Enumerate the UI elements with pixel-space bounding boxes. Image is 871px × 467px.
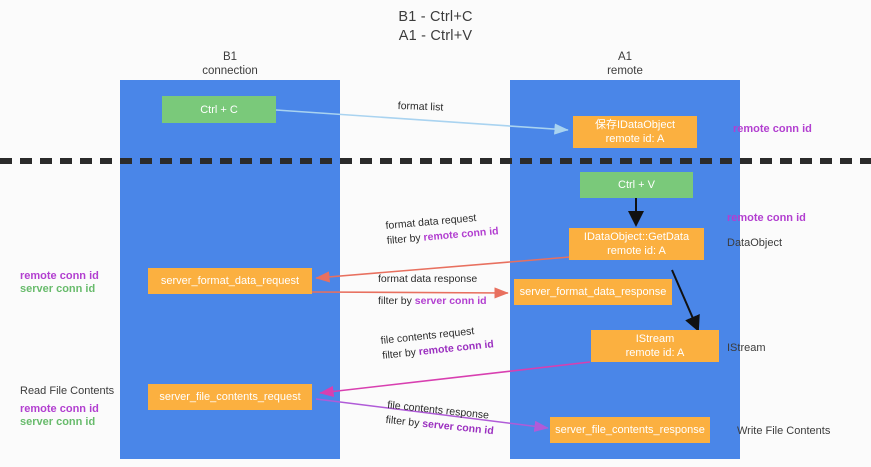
node-save-idataobject-line1: 保存IDataObject: [594, 119, 676, 131]
edge-label-format-data-response-line1: format data response: [378, 273, 478, 285]
node-idataobject-getdata[interactable]: IDataObject::GetData remote id: A: [569, 228, 704, 260]
edge-label-format-data-response-line2: filter by server conn id: [378, 294, 487, 309]
arrow-file-contents-response: [315, 398, 549, 432]
arrow-format-data-response: [311, 287, 509, 299]
edge-label-file-contents-request-prefix: filter by: [381, 346, 420, 362]
node-ctrl-v[interactable]: Ctrl + V: [580, 172, 693, 198]
node-server-file-contents-response[interactable]: server_file_contents_response: [550, 417, 710, 443]
annotation-write-file-contents: Write File Contents: [737, 425, 831, 437]
edge-label-format-list-text: format list: [397, 99, 444, 114]
node-idataobject-getdata-line1: IDataObject::GetData: [583, 231, 690, 243]
annotation-remote-conn-id-top: remote conn id: [733, 123, 812, 135]
column-header-a1-sub: remote: [607, 65, 643, 77]
node-server-format-data-request-label: server_format_data_request: [160, 275, 300, 287]
node-save-idataobject-line2: remote id: A: [605, 133, 665, 145]
annotation-left-server-conn-id-bottom: server conn id: [20, 416, 96, 428]
node-ctrl-c-label: Ctrl + C: [200, 103, 238, 116]
annotation-left-server-conn-id-mid: server conn id: [20, 283, 96, 295]
title-line-1: B1 - Ctrl+C: [398, 9, 473, 25]
node-server-file-contents-request[interactable]: server_file_contents_request: [148, 384, 312, 410]
node-server-format-data-response[interactable]: server_format_data_response: [514, 279, 672, 305]
annotation-dataobject: DataObject: [727, 237, 783, 249]
column-header-b1: B1 connection: [120, 50, 340, 78]
annotation-read-file-contents: Read File Contents: [20, 385, 115, 397]
annotation-left-remote-conn-id-bottom: remote conn id: [20, 403, 99, 415]
arrow-file-contents-request: [319, 361, 591, 398]
edge-label-format-data-request-prefix: filter by: [386, 231, 425, 247]
arrow-response-to-istream: [671, 269, 700, 332]
arrow-format-list: [275, 109, 569, 135]
node-ctrl-v-label: Ctrl + V: [618, 179, 655, 191]
node-istream[interactable]: IStream remote id: A: [591, 330, 719, 362]
annotation-istream: IStream: [727, 342, 766, 354]
title-line-2: A1 - Ctrl+V: [398, 28, 473, 44]
edge-label-format-data-response-prefix: filter by: [378, 295, 415, 307]
node-save-idataobject[interactable]: 保存IDataObject remote id: A: [573, 116, 697, 148]
column-header-a1: A1 remote: [510, 50, 740, 78]
edge-label-file-contents-response-prefix: filter by: [385, 413, 423, 430]
annotation-left-remote-conn-id-mid: remote conn id: [20, 270, 99, 282]
arrow-format-data-request: [315, 256, 571, 283]
node-idataobject-getdata-line2: remote id: A: [607, 245, 666, 257]
edge-label-format-data-response-highlight: server conn id: [414, 295, 487, 307]
node-server-file-contents-request-label: server_file_contents_request: [159, 391, 301, 403]
column-header-b1-sub: connection: [202, 65, 258, 77]
node-ctrl-c[interactable]: Ctrl + C: [162, 96, 276, 123]
node-istream-line1: IStream: [635, 333, 675, 345]
section-divider: [0, 158, 871, 164]
column-header-b1-name: B1: [222, 51, 238, 63]
page-title: B1 - Ctrl+C A1 - Ctrl+V: [0, 8, 871, 46]
node-istream-line2: remote id: A: [625, 347, 685, 359]
node-server-file-contents-response-label: server_file_contents_response: [555, 424, 705, 436]
node-server-format-data-request[interactable]: server_format_data_request: [148, 268, 312, 294]
column-header-a1-name: A1: [617, 51, 633, 63]
edge-label-format-data-response: format data response filter by server co…: [378, 272, 487, 309]
edge-label-format-list: format list: [397, 99, 444, 116]
node-server-format-data-response-label: server_format_data_response: [519, 286, 667, 298]
annotation-remote-conn-id-mid: remote conn id: [727, 212, 806, 224]
